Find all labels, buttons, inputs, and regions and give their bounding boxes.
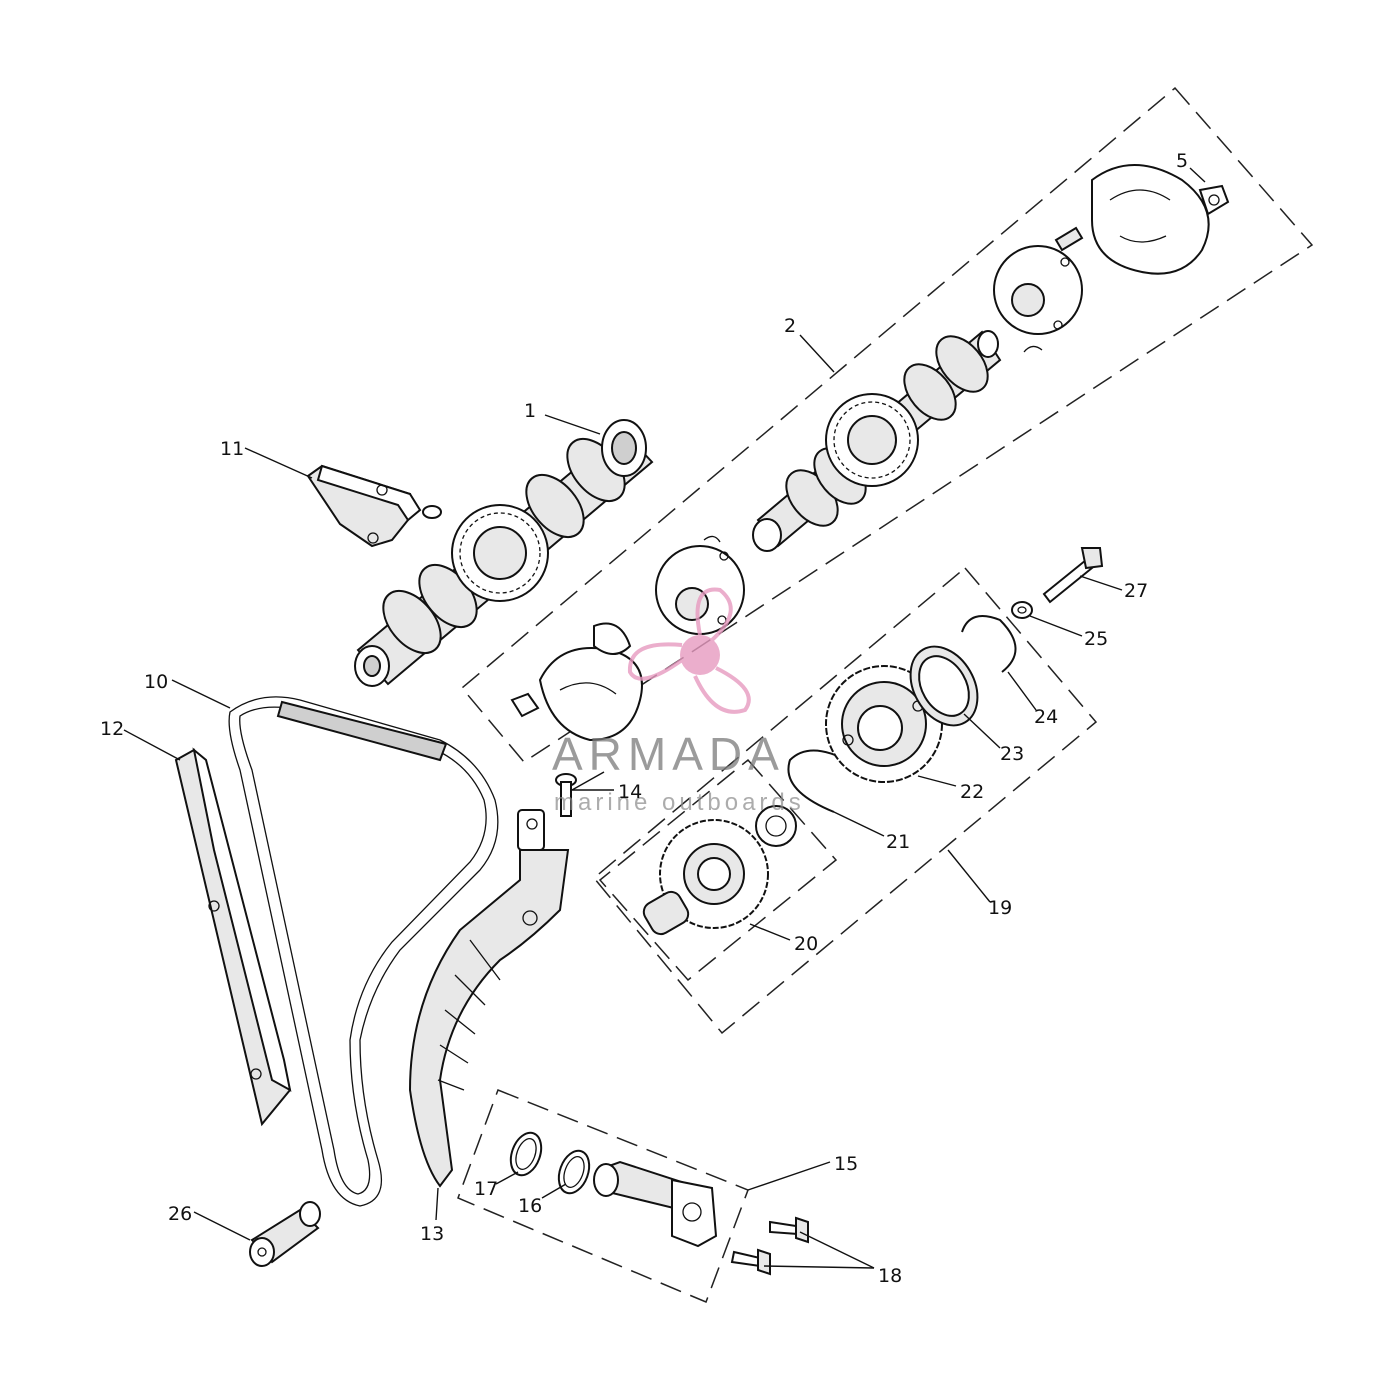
part-17-o-ring: [509, 1131, 543, 1177]
callout-12: 12: [100, 718, 124, 740]
callout-11: 11: [220, 438, 244, 460]
callout-19: 19: [988, 897, 1012, 919]
callout-26: 26: [168, 1203, 192, 1225]
part-16-o-ring: [557, 1149, 591, 1195]
part-15-chain-tensioner: [593, 1160, 718, 1248]
part-14-bolt: [555, 773, 577, 817]
part-21-circlip: [787, 749, 851, 813]
callout-14: 14: [618, 781, 642, 803]
part-phaser-plate-lower: [655, 535, 745, 635]
callout-24: 24: [1034, 706, 1058, 728]
callout-labels: 1 2 5 10 11 12 13 14 15 16 17 18 19 20 2…: [100, 150, 1188, 1287]
part-23-thrust-washer: [909, 645, 979, 727]
part-phaser-cover-upper: [1054, 164, 1210, 275]
callout-20: 20: [794, 933, 818, 955]
group-outline-19: [592, 566, 1098, 1035]
part-22-sprocket: [825, 665, 943, 783]
group-outline-2: [460, 86, 1314, 763]
part-18-bolts: [730, 1216, 809, 1276]
part-20-idler-gear: [642, 805, 797, 936]
callout-22: 22: [960, 781, 984, 803]
part-13-tensioner-rail: [408, 809, 570, 1188]
callout-15: 15: [834, 1153, 858, 1175]
callout-1: 1: [524, 400, 536, 422]
part-2-camshaft: [752, 330, 1002, 552]
group-outline-15: [457, 1089, 749, 1303]
callout-5: 5: [1176, 150, 1188, 172]
callout-18: 18: [878, 1265, 902, 1287]
watermark-brand: ARMADA: [552, 728, 785, 780]
callout-21: 21: [886, 831, 910, 853]
part-5-bolt: [1198, 184, 1230, 216]
watermark-tagline: marine outboards: [554, 789, 805, 816]
callout-25: 25: [1084, 628, 1108, 650]
callout-2: 2: [784, 315, 796, 337]
part-10-timing-chain: [228, 696, 499, 1207]
callout-10: 10: [144, 671, 168, 693]
part-1-camshaft: [354, 419, 654, 687]
part-12-guide-rail: [174, 747, 292, 1127]
callout-13: 13: [420, 1223, 444, 1245]
group-outline-20: [598, 758, 838, 982]
part-phaser-plate-upper: [993, 245, 1083, 353]
propeller-logo-icon: [627, 587, 751, 714]
part-11-bracket: [306, 464, 442, 548]
callout-16: 16: [518, 1195, 542, 1217]
callout-27: 27: [1124, 580, 1148, 602]
part-phaser-cover-lower: [510, 622, 643, 742]
part-25-washer: [1011, 601, 1033, 619]
callout-23: 23: [1000, 743, 1024, 765]
part-24-circlip: [961, 615, 1017, 673]
callout-17: 17: [474, 1178, 498, 1200]
part-27-bolt: [1042, 547, 1104, 604]
leader-lines: [123, 167, 1206, 1269]
part-26-pin: [249, 1201, 321, 1267]
